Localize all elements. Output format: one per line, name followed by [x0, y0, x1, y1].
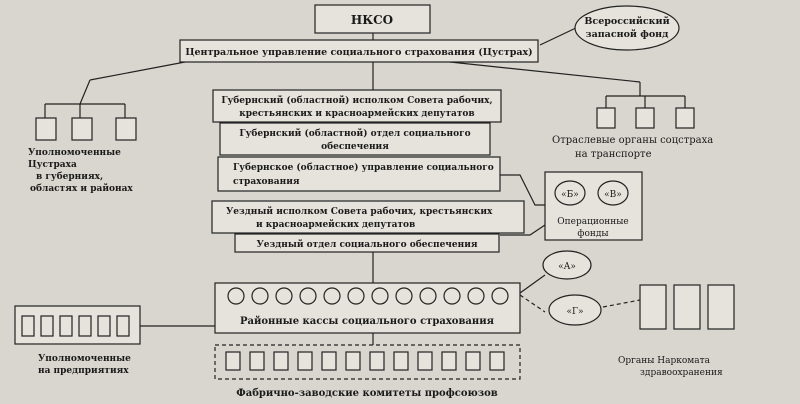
node-gub-ispolkom: Губернский (областной) исполком Совета р… — [212, 89, 502, 123]
node-uezd-otdel: Уездный отдел социального обеспечения — [234, 233, 500, 253]
gub-ispolkom-line-2: крестьянских и красноармейских депутатов — [239, 108, 474, 119]
node-central-management: Центральное управление социального страх… — [179, 39, 539, 63]
gub-ispolkom-line-1: Губернский (областной) исполком Совета р… — [221, 95, 492, 106]
otrasl-group: Отраслевые органы соцстраха на транспорт… — [552, 107, 713, 160]
node-narkomat: Органы Наркомата здравоохранения — [618, 284, 735, 378]
uezd-ispolkom-line-2: и красноармейских депутатов — [256, 219, 415, 230]
upolnom-tsustrakh-group: Уполномоченные Цустраха в губерниях, обл… — [28, 117, 137, 194]
node-reserve-fund: Всероссийский запасной фонд — [574, 5, 680, 51]
fund-a-label: «А» — [558, 262, 576, 272]
upolnom-line-3: в губерниях, — [36, 171, 103, 182]
fabzavkom-label: Фабрично-заводские комитеты профсоюзов — [236, 388, 498, 399]
connector-lines — [44, 26, 686, 345]
nkso-label: НКСО — [351, 13, 393, 27]
central-label: Центральное управление социального страх… — [185, 47, 532, 58]
upolnom-line-1: Уполномоченные — [28, 148, 121, 158]
upolnom-line-4: областях и районах — [30, 183, 133, 194]
upolnom-predpr-line-2: на предприятиях — [38, 366, 129, 376]
node-uezd-ispolkom: Уездный исполком Совета рабочих, крестья… — [211, 200, 525, 234]
narkomat-line-1: Органы Наркомата — [618, 356, 711, 366]
node-fund-a: «А» — [542, 250, 592, 280]
reserve-fund-line-1: Всероссийский — [584, 16, 669, 27]
gub-otdel-line-2: обеспечения — [321, 141, 389, 152]
narkomat-line-2: здравоохранения — [640, 368, 723, 378]
fund-g-label: «Г» — [567, 307, 584, 317]
node-fabzavkom: Фабрично-заводские комитеты профсоюзов — [214, 344, 521, 399]
gub-upravlenie-line-2: страхования — [233, 177, 300, 187]
fund-b-label: «Б» — [561, 190, 579, 200]
node-fund-g: «Г» — [548, 294, 602, 326]
rayon-kassy-label: Районные кассы социального страхования — [240, 316, 495, 327]
oper-fondy-line-2: фонды — [577, 229, 608, 239]
node-gub-otdel: Губернский (областной) отдел социального… — [219, 122, 491, 156]
node-gub-upravlenie: Губернское (областное) управление социал… — [217, 156, 501, 192]
uezd-ispolkom-line-1: Уездный исполком Совета рабочих, крестья… — [226, 206, 493, 217]
gub-otdel-line-1: Губернский (областной) отдел социального — [239, 128, 470, 139]
otrasl-line-1: Отраслевые органы соцстраха — [552, 135, 713, 146]
rayon-kassy-circles — [227, 287, 509, 305]
node-oper-fondy: «Б» «В» Операционные фонды — [544, 171, 643, 241]
reserve-fund-line-2: запасной фонд — [586, 29, 669, 40]
gub-upravlenie-line-1: Губернское (областное) управление социал… — [233, 162, 494, 173]
node-upolnom-predpr: Уполномоченные на предприятиях — [14, 305, 141, 376]
upolnom-predpr-line-1: Уполномоченные — [38, 354, 131, 364]
node-rayon-kassy: Районные кассы социального страхования — [214, 282, 521, 334]
uezd-otdel-label: Уездный отдел социального обеспечения — [256, 239, 477, 250]
upolnom-line-2: Цустраха — [28, 160, 77, 170]
node-nkso: НКСО — [314, 4, 431, 34]
otrasl-line-2: на транспорте — [575, 149, 652, 160]
fund-v-label: «В» — [604, 190, 622, 200]
oper-fondy-line-1: Операционные — [557, 217, 629, 227]
